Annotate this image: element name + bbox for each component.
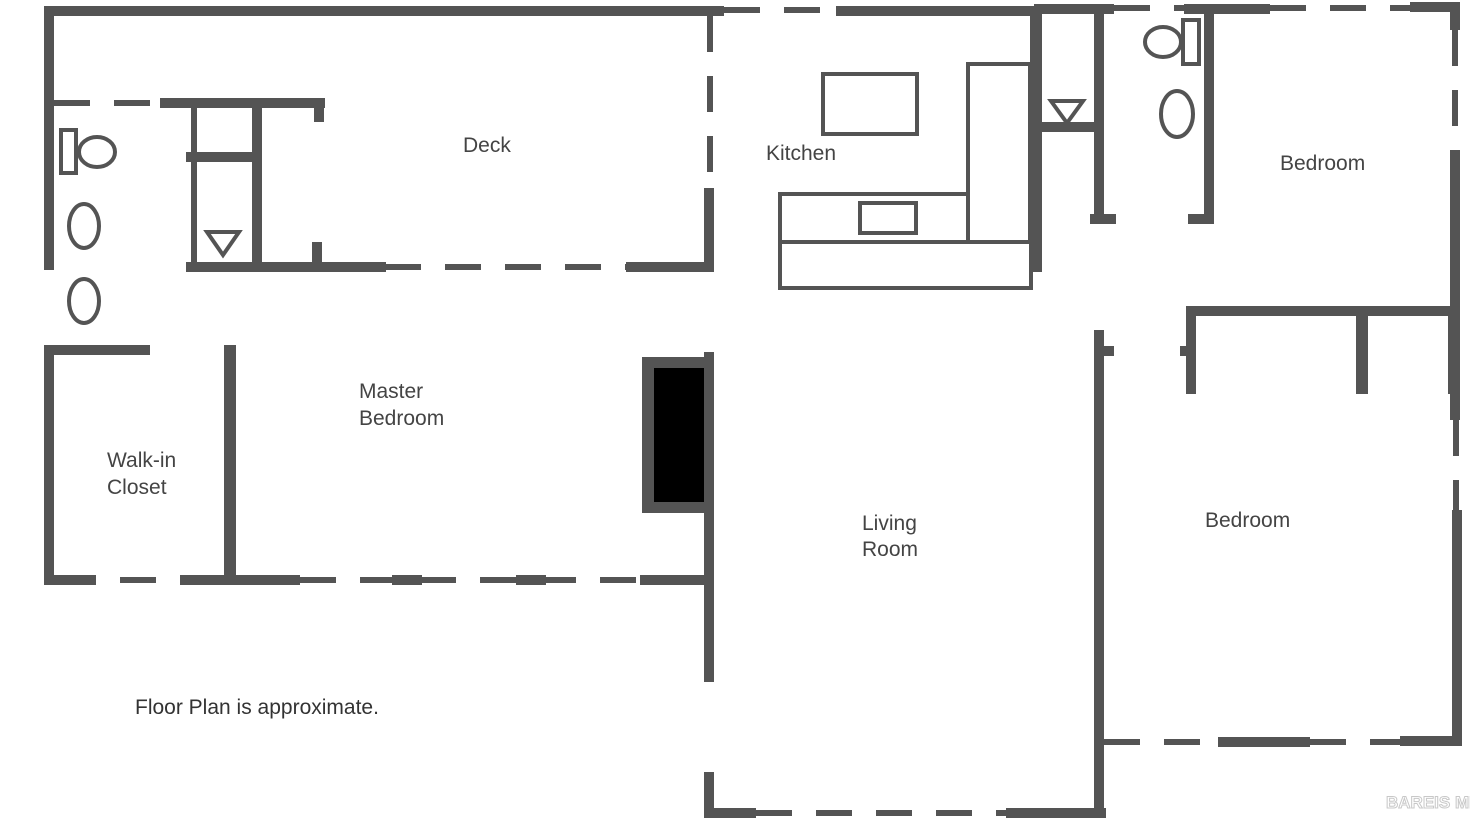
- dashed-openings: [54, 5, 1459, 816]
- sink-icon: [67, 277, 101, 325]
- sink-icon: [67, 202, 101, 250]
- room-label-living-line1: Living: [862, 512, 917, 535]
- room-label-master-line1: Master: [359, 380, 423, 403]
- master-bath-fixtures: [59, 128, 243, 325]
- shower-icon: [203, 230, 243, 259]
- room-label-kitchen: Kitchen: [766, 142, 836, 165]
- approximate-note: Floor Plan is approximate.: [135, 696, 379, 719]
- hall-bath-fixtures: [1047, 18, 1201, 139]
- kitchen-counter-icon: [778, 62, 1033, 290]
- room-label-bedroom-bottom: Bedroom: [1205, 509, 1290, 532]
- sink-icon: [1159, 89, 1195, 139]
- room-label-living-line2: Room: [862, 538, 918, 561]
- room-label-bedroom-top: Bedroom: [1280, 152, 1365, 175]
- fireplace-icon: [642, 357, 712, 513]
- room-label-master-line2: Bedroom: [359, 407, 444, 430]
- room-label-walkin-line2: Closet: [107, 476, 167, 499]
- shower-icon: [1047, 99, 1087, 127]
- interior-walls: [44, 6, 1460, 682]
- room-label-walkin-line1: Walk-in: [107, 449, 176, 472]
- room-label-deck: Deck: [463, 134, 511, 157]
- exterior-walls: [44, 2, 1462, 818]
- toilet-icon: [59, 128, 117, 175]
- watermark-logo: BAREIS MLS: [1386, 793, 1470, 812]
- toilet-icon: [1143, 18, 1201, 66]
